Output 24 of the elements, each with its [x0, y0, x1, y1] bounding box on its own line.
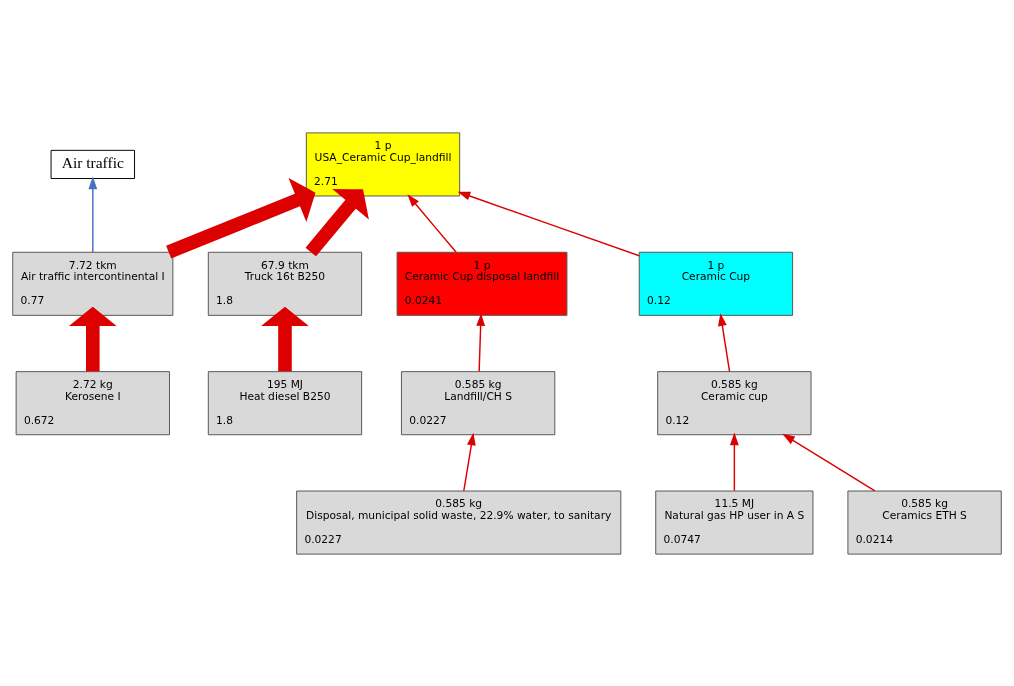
arrow	[407, 193, 457, 253]
node-box: 67.9 tkm Truck 16t B250 1.8	[207, 251, 363, 316]
arrow	[782, 433, 876, 492]
node-box: 0.585 kg Landfill/CH S 0.0227	[400, 370, 556, 435]
node-box: Air traffic	[50, 149, 136, 179]
arrow	[166, 177, 316, 258]
node-box: 0.585 kg Disposal, municipal solid waste, 22.9% water, to sanitary 0.0227	[296, 490, 622, 555]
arrow	[729, 432, 739, 491]
node-box: 195 MJ Heat diesel B250 1.8	[207, 370, 363, 435]
node-box: 11.5 MJ Natural gas HP user in A S 0.0747	[655, 490, 814, 555]
arrow	[69, 306, 117, 371]
node-box: 1 p USA_Ceramic Cup_landfill 2.71	[305, 131, 461, 196]
arrow	[476, 312, 486, 372]
arrow	[717, 312, 731, 372]
node-box: 1 p Ceramic Cup 0.12	[638, 251, 794, 316]
node-box: 7.72 tkm Air traffic intercontinental I 0.77	[12, 251, 174, 316]
node-box: 0.585 kg Ceramics ETH S 0.0214	[847, 490, 1002, 555]
arrow	[463, 432, 476, 491]
node-box: 2.72 kg Kerosene I 0.672	[15, 370, 170, 435]
arrow	[261, 306, 309, 371]
arrow	[457, 191, 640, 256]
node-box: 1 p Ceramic Cup disposal landfill 0.0241	[396, 251, 568, 316]
arrow	[88, 176, 98, 253]
node-box: 0.585 kg Ceramic cup 0.12	[657, 370, 812, 435]
